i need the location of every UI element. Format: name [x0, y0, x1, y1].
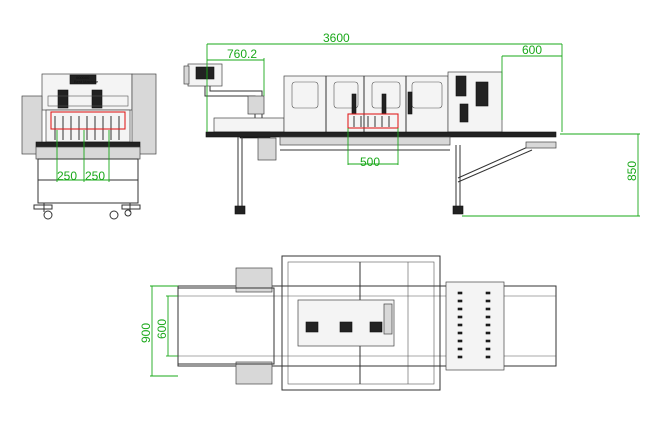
plan-head-3 [369, 321, 383, 333]
outfeed-support [457, 145, 533, 183]
control-panel-display [195, 66, 215, 80]
end-view-caster-right [124, 209, 132, 217]
end-view-nozzle-right [91, 89, 103, 109]
end-view-guides [54, 116, 120, 140]
dim-table-height: 850 [625, 161, 639, 181]
nameplate-line1: 000000 [76, 75, 90, 80]
end-view-caster-mid [109, 210, 119, 220]
end-view-base-right [121, 204, 141, 210]
dim-lane-right-label: 250 [85, 169, 105, 183]
plan-cabinet-inner [287, 261, 435, 385]
plan-rail [383, 303, 393, 335]
end-view-left-guard [21, 95, 43, 155]
main-cabinet [283, 75, 449, 137]
plan-head-2 [339, 321, 353, 333]
spray-head-3 [407, 91, 413, 115]
dim-work-area-width: 500 [360, 155, 380, 169]
dim-overall-length: 3600 [323, 31, 350, 45]
end-view-nozzle-left [57, 89, 69, 109]
side-conveyor-frame [279, 136, 451, 146]
plan-head-1 [305, 321, 319, 333]
plan-vent-slots [457, 291, 491, 359]
infeed-section [213, 117, 285, 133]
side-elevation: 3600 760.2 600 500 850 [183, 31, 640, 217]
window-1 [291, 81, 319, 109]
plan-cabinet [281, 255, 441, 391]
arm-joint [247, 95, 265, 115]
end-view-highlight-box [50, 111, 126, 130]
end-view-side-panel [131, 73, 157, 155]
side-view-highlight-box [347, 113, 399, 129]
end-view-manifold [47, 95, 129, 107]
side-view-guides [353, 116, 390, 127]
nameplate-line2: Best Machine [74, 79, 99, 84]
end-view-chassis [35, 146, 141, 160]
dim-frame-width: 900 [139, 323, 153, 343]
plan-view: 900 600 [139, 255, 557, 391]
spray-head-1 [351, 93, 357, 115]
end-view-caster-left [43, 210, 53, 220]
side-conveyor-belt [205, 131, 557, 138]
outfeed-actuator-3 [459, 103, 469, 123]
end-view-frame [37, 158, 139, 204]
outfeed-tray [525, 141, 557, 149]
dim-infeed-offset: 760.2 [227, 47, 257, 61]
end-view-nameplate [69, 74, 97, 85]
foot-1 [234, 205, 246, 215]
foot-2 [452, 205, 464, 215]
dim-outfeed-length: 600 [522, 43, 542, 57]
plan-infeed-motor-lower [235, 361, 273, 385]
control-panel-mount [183, 65, 190, 85]
end-view-conveyor-bed [35, 141, 141, 148]
end-view: 000000 Best Machine [21, 73, 157, 220]
outfeed-actuator-1 [455, 75, 467, 97]
end-view-work-zone [45, 109, 131, 143]
dim-belt-width: 600 [155, 319, 169, 339]
outfeed-actuator-2 [475, 81, 489, 107]
plan-outfeed-head [445, 281, 505, 371]
dim-lane-left-label: 250 [57, 169, 77, 183]
plan-infeed-zone [177, 287, 275, 365]
infeed-motor [257, 137, 277, 161]
window-2 [333, 81, 359, 109]
end-view-base-left [33, 204, 53, 210]
spray-head-2 [381, 93, 387, 115]
